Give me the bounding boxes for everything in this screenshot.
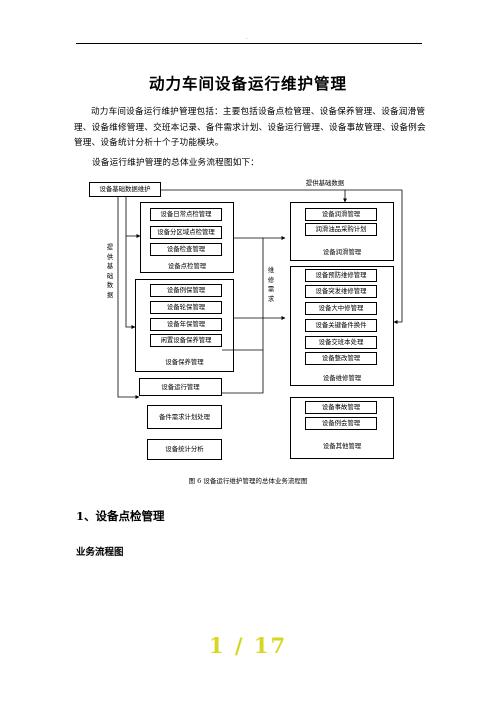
other-management-group [290, 397, 394, 459]
rotation-maintenance-box: 设备轮保管理 [150, 301, 222, 314]
meeting-management-box: 设备例会管理 [305, 417, 377, 430]
figure-caption: 图 6 设备运行维护管理的总体业务流程图 [188, 477, 308, 485]
rectification-box: 设备整改管理 [305, 352, 377, 365]
daily-spot-check-box: 设备日常点检管理 [150, 208, 222, 221]
lubricant-purchase-plan-box: 润滑油品采购计划 [305, 223, 377, 236]
header-mark: . [246, 35, 248, 41]
accident-management-box: 设备事故管理 [305, 401, 377, 414]
equipment-inspection-box: 设备检查管理 [150, 243, 222, 256]
annual-maintenance-box: 设备年保管理 [150, 318, 222, 331]
section-heading: 1、设备点检管理 [76, 509, 165, 523]
intro-paragraph: 动力车间设备运行维护管理包括：主要包括设备点检管理、设备保养管理、设备润滑管理、… [74, 107, 426, 148]
spare-parts-plan-box: 备件需求计划处理 [147, 405, 222, 429]
other-group-label: 设备其他管理 [322, 442, 362, 450]
lubrication-group [290, 202, 394, 261]
repair-group-label: 设备维修管理 [322, 374, 362, 382]
spot-check-group [140, 202, 234, 273]
idle-equipment-maintenance-box: 闲置设备保养管理 [150, 334, 222, 347]
shift-log-box: 设备交班本处理 [305, 336, 377, 349]
zone-spot-check-box: 设备分区域点检管理 [150, 226, 222, 239]
diagram-lead-text: 设备运行维护管理的总体业务流程图如下： [92, 158, 260, 168]
lubrication-group-label: 设备润滑管理 [322, 248, 362, 256]
sub-heading: 业务流程图 [76, 547, 124, 558]
lubrication-management-box: 设备润滑管理 [305, 208, 377, 221]
provide-base-data-vertical-label: 提供基础数据 [106, 244, 114, 299]
major-repair-box: 设备大中修管理 [305, 302, 377, 315]
operation-management-box: 设备运行管理 [139, 378, 222, 396]
preventive-repair-box: 设备预防维修管理 [305, 269, 377, 282]
page-title: 动力车间设备运行维护管理 [148, 74, 347, 93]
page-number: 1 / 17 [208, 633, 288, 658]
maintenance-group [135, 279, 234, 372]
base-data-maintenance-box: 设备基础数据维护 [89, 182, 161, 197]
routine-maintenance-box: 设备例保管理 [150, 284, 222, 297]
maintenance-group-label: 设备保养管理 [165, 358, 204, 366]
emergency-repair-box: 设备突发维修管理 [305, 285, 377, 298]
spot-check-group-label: 设备点检管理 [167, 262, 207, 270]
repair-demand-vertical-label: 维修需求 [267, 267, 275, 303]
key-spare-parts-replacement-box: 设备关键备件换件 [305, 319, 377, 332]
repair-group [290, 266, 394, 386]
provide-base-data-label: 提供基础数据 [305, 179, 345, 187]
header-rule [76, 43, 422, 44]
statistics-analysis-box: 设备统计分析 [147, 439, 222, 460]
